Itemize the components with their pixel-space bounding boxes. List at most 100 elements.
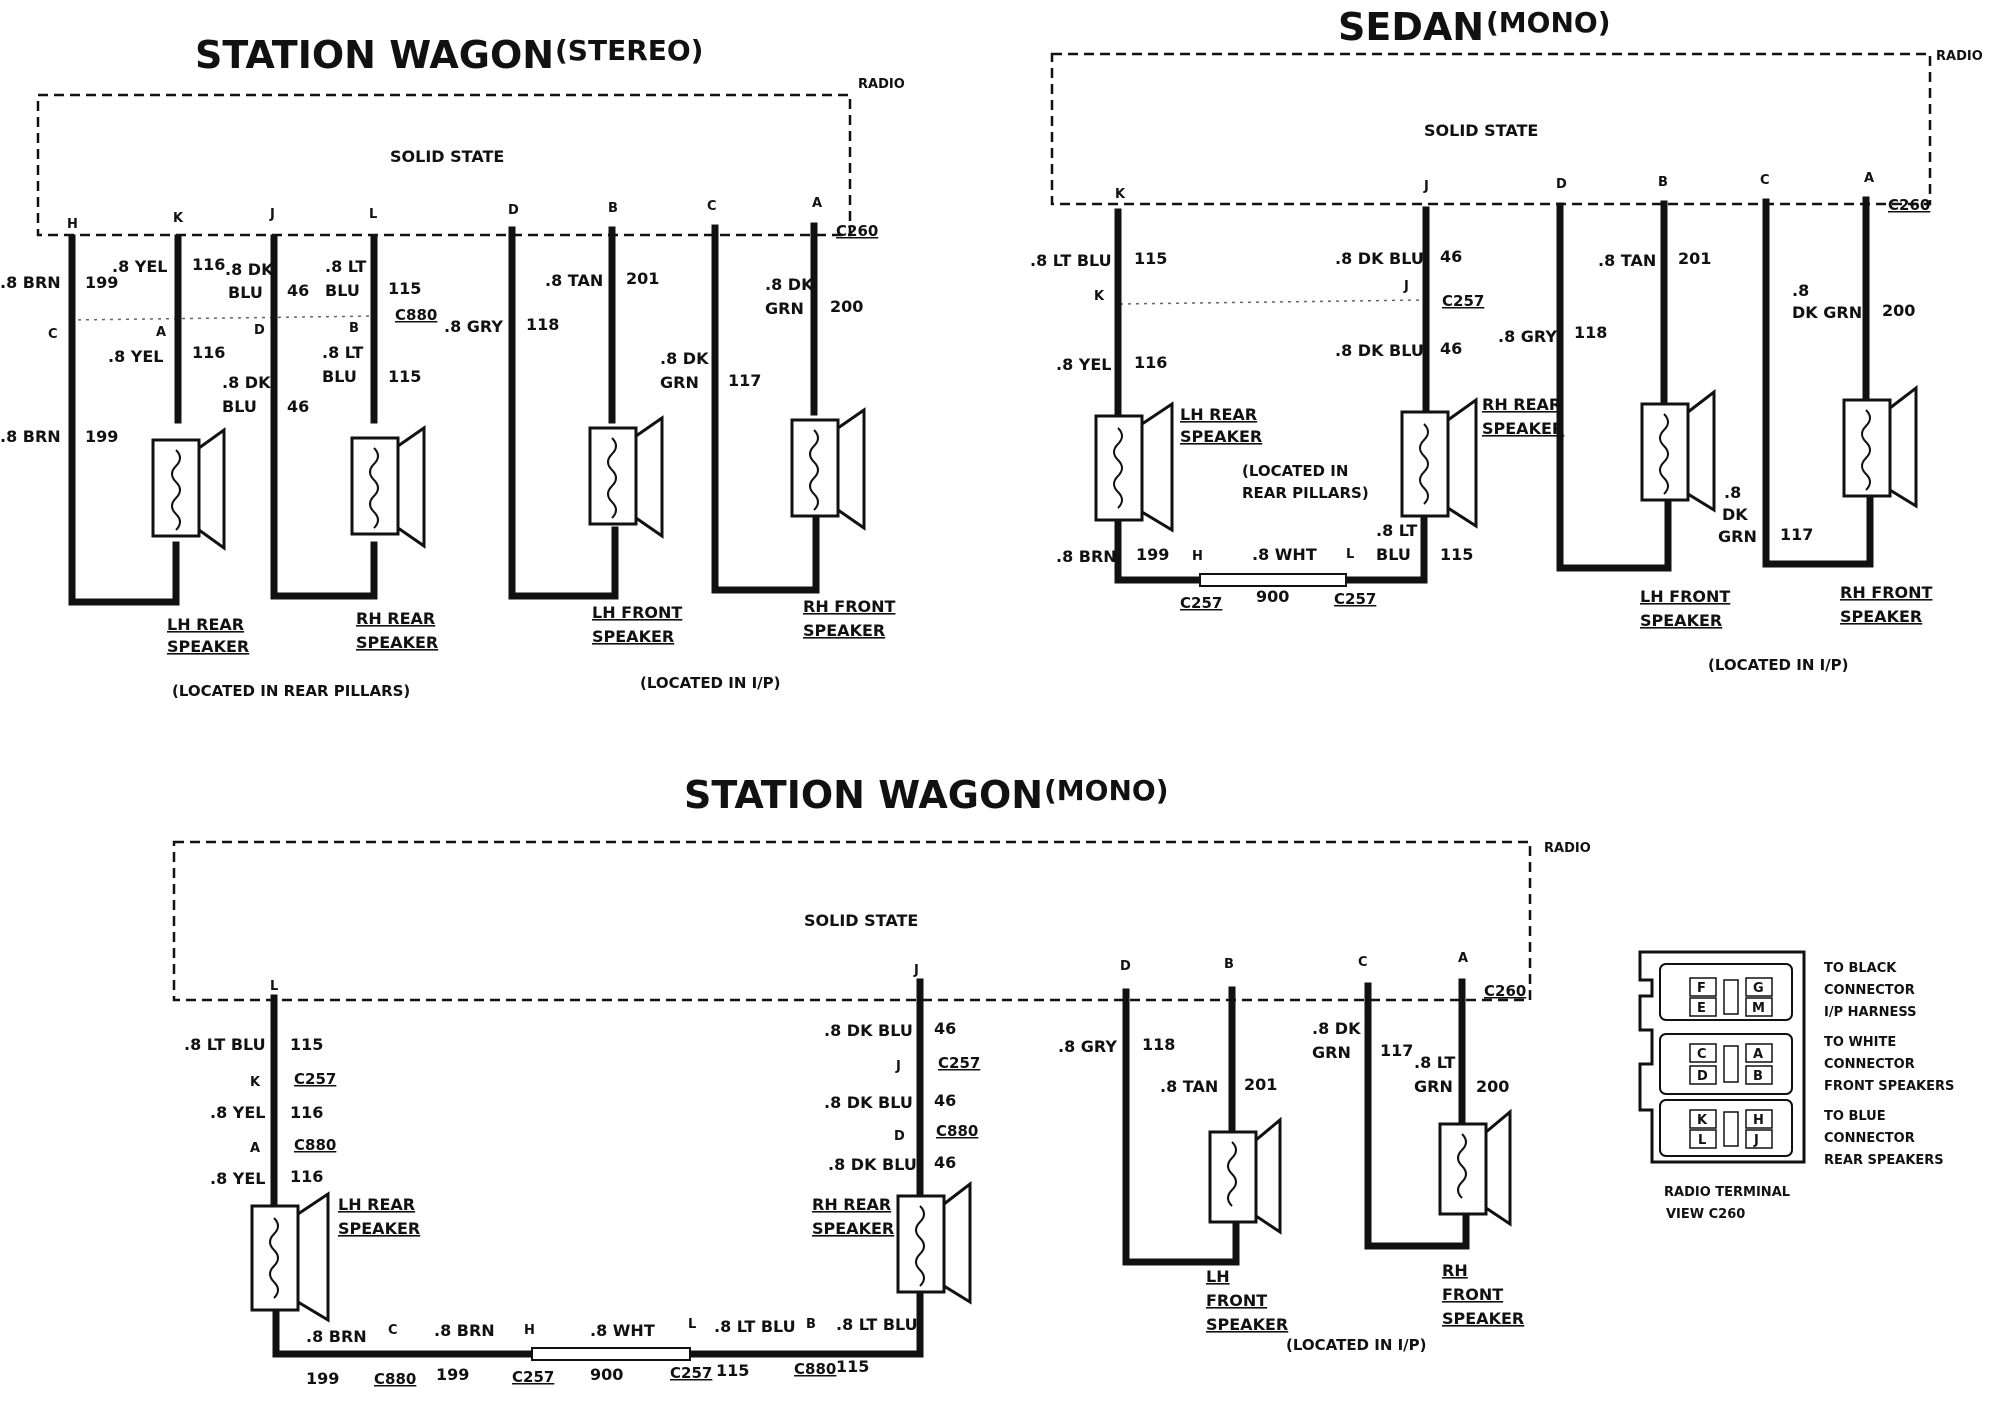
stereo-pin-j: J bbox=[269, 207, 275, 222]
sedan-title: SEDAN bbox=[1338, 5, 1484, 49]
sedan-num-199: 199 bbox=[1136, 545, 1169, 564]
mono-bottom-ltblu2: .8 LT BLU bbox=[836, 1315, 918, 1334]
sedan-lbl-dkgrn2-c: GRN bbox=[1718, 527, 1757, 546]
sedan-section: SEDAN (MONO) RADIO SOLID STATE K J D B C… bbox=[1030, 5, 1983, 674]
stereo-num-118: 118 bbox=[526, 315, 559, 334]
mono-lh-rear-label-1: LH REAR bbox=[338, 1195, 415, 1214]
sedan-c257: C257 bbox=[1442, 292, 1484, 310]
terminal-cell-d: D bbox=[1697, 1069, 1708, 1084]
sedan-lh-rear-speaker-icon bbox=[1094, 401, 1174, 533]
sedan-lh-rear-label-2: SPEAKER bbox=[1180, 427, 1262, 446]
terminal-cell-f: F bbox=[1697, 981, 1706, 996]
mono-bottom-199b: 199 bbox=[436, 1365, 469, 1384]
mono-num-200: 200 bbox=[1476, 1077, 1509, 1096]
sedan-num-46a: 46 bbox=[1440, 247, 1462, 266]
mono-lh-front-label-3: SPEAKER bbox=[1206, 1315, 1288, 1334]
sedan-num-117: 117 bbox=[1780, 525, 1813, 544]
sedan-lh-rear-label-1: LH REAR bbox=[1180, 405, 1257, 424]
mono-rh-front-label-1: RH bbox=[1442, 1261, 1468, 1280]
terminal-cell-e: E bbox=[1697, 1001, 1706, 1016]
mono-num-117: 117 bbox=[1380, 1041, 1413, 1060]
mono-bottom-brn1: .8 BRN bbox=[306, 1327, 367, 1346]
sedan-lbl-dkgrn-a: .8 bbox=[1792, 281, 1809, 300]
sedan-j: J bbox=[1403, 279, 1409, 294]
stereo-c260: C260 bbox=[836, 222, 878, 240]
terminal-blue-1: TO BLUE bbox=[1824, 1109, 1886, 1124]
stereo-lbl-dkblu2b: BLU bbox=[222, 397, 257, 416]
terminal-white-2: CONNECTOR bbox=[1824, 1057, 1915, 1072]
sedan-num-118: 118 bbox=[1574, 323, 1607, 342]
stereo-pin-l: L bbox=[369, 207, 377, 222]
stereo-lbl-dkgrn1b: GRN bbox=[660, 373, 699, 392]
stereo-pin-c: C bbox=[707, 199, 717, 214]
sedan-lbl-dkgrn2-a: .8 bbox=[1724, 483, 1741, 502]
stereo-lh-front-label-2: SPEAKER bbox=[592, 627, 674, 646]
sedan-lbl-ltblu: .8 LT BLU bbox=[1030, 251, 1112, 270]
mono-bottom-199a: 199 bbox=[306, 1369, 339, 1388]
stereo-lbl-ltblu1a: .8 LT bbox=[325, 257, 366, 276]
stereo-lbl-dkblu1b: BLU bbox=[228, 283, 263, 302]
mono-bottom-900: 900 bbox=[590, 1365, 623, 1384]
sedan-pin-d: D bbox=[1556, 177, 1567, 192]
stereo-radio-label: RADIO bbox=[858, 77, 905, 92]
mono-rh-rear-label-1: RH REAR bbox=[812, 1195, 891, 1214]
stereo-num-115a: 115 bbox=[388, 279, 421, 298]
sedan-lh-front-label-2: SPEAKER bbox=[1640, 611, 1722, 630]
mono-rh-front-speaker-icon bbox=[1438, 1108, 1512, 1227]
sedan-lbl-wht: .8 WHT bbox=[1252, 545, 1317, 564]
sedan-num-900: 900 bbox=[1256, 587, 1289, 606]
mono-right-n2: 46 bbox=[934, 1091, 956, 1110]
terminal-white-1: TO WHITE bbox=[1824, 1035, 1896, 1050]
stereo-pin-d: D bbox=[508, 203, 519, 218]
stereo-lh-rear-label-2: SPEAKER bbox=[167, 637, 249, 656]
mono-wire-118 bbox=[1122, 988, 1240, 1266]
mono-bottom-b: B bbox=[806, 1317, 816, 1332]
terminal-white-block bbox=[1659, 1033, 1793, 1095]
mono-left-n2: 116 bbox=[290, 1103, 323, 1122]
sedan-num-115b: 115 bbox=[1440, 545, 1473, 564]
sedan-note-rear-2: REAR PILLARS) bbox=[1242, 484, 1369, 502]
sedan-rh-rear-label-1: RH REAR bbox=[1482, 395, 1561, 414]
mono-left-c257: C257 bbox=[294, 1070, 336, 1088]
sedan-num-200: 200 bbox=[1882, 301, 1915, 320]
mono-left-w3: .8 YEL bbox=[210, 1169, 266, 1188]
mono-left-w2: .8 YEL bbox=[210, 1103, 266, 1122]
stereo-num-200: 200 bbox=[830, 297, 863, 316]
sedan-radio-label: RADIO bbox=[1936, 49, 1983, 64]
stereo-lbl-dkgrn1a: .8 DK bbox=[660, 349, 709, 368]
stereo-lbl-yel2: .8 YEL bbox=[108, 347, 164, 366]
stereo-lbl-ltblu1b: BLU bbox=[325, 281, 360, 300]
stereo-title: STATION WAGON bbox=[195, 33, 554, 77]
sedan-rh-front-label-1: RH FRONT bbox=[1840, 583, 1933, 602]
sedan-lbl-ltblu2-a: .8 LT bbox=[1376, 521, 1417, 540]
stereo-num-116b: 116 bbox=[192, 343, 225, 362]
sedan-c257-left: C257 bbox=[1180, 594, 1222, 612]
sedan-pin-k: K bbox=[1115, 187, 1126, 202]
mono-bottom-c257b: C257 bbox=[670, 1364, 712, 1382]
terminal-cell-a: A bbox=[1753, 1047, 1763, 1062]
mono-rh-front-label-2: FRONT bbox=[1442, 1285, 1503, 1304]
stereo-lbl-tan: .8 TAN bbox=[545, 271, 603, 290]
stereo-lbl-ltblu2a: .8 LT bbox=[322, 343, 363, 362]
mono-rh-front-label-3: SPEAKER bbox=[1442, 1309, 1524, 1328]
mono-right-n3: 46 bbox=[934, 1153, 956, 1172]
mono-bottom-115a: 115 bbox=[716, 1361, 749, 1380]
stereo-lbl-dkblu2a: .8 DK bbox=[222, 373, 271, 392]
stereo-lbl-brn1: .8 BRN bbox=[0, 273, 61, 292]
sedan-lh-front-speaker-icon bbox=[1640, 388, 1716, 513]
sedan-num-46b: 46 bbox=[1440, 339, 1462, 358]
mono-c260: C260 bbox=[1484, 982, 1526, 1000]
stereo-rh-front-label-2: SPEAKER bbox=[803, 621, 885, 640]
mono-radio-box bbox=[172, 840, 1532, 1002]
stereo-solid-state: SOLID STATE bbox=[390, 147, 504, 166]
stereo-pin-k: K bbox=[173, 211, 184, 226]
mono-section: STATION WAGON (MONO) RADIO SOLID STATE L… bbox=[172, 773, 1591, 1388]
stereo-num-117: 117 bbox=[728, 371, 761, 390]
mono-wire-117 bbox=[1364, 982, 1470, 1250]
mono-radio-label: RADIO bbox=[1544, 841, 1591, 856]
terminal-view: F G E M C A D B K H L J TO BLACK CONNECT… bbox=[1638, 950, 1954, 1222]
mono-num-118: 118 bbox=[1142, 1035, 1175, 1054]
terminal-view-1: RADIO TERMINAL bbox=[1664, 1185, 1790, 1200]
mono-title: STATION WAGON bbox=[684, 773, 1043, 817]
stereo-num-199b: 199 bbox=[85, 427, 118, 446]
